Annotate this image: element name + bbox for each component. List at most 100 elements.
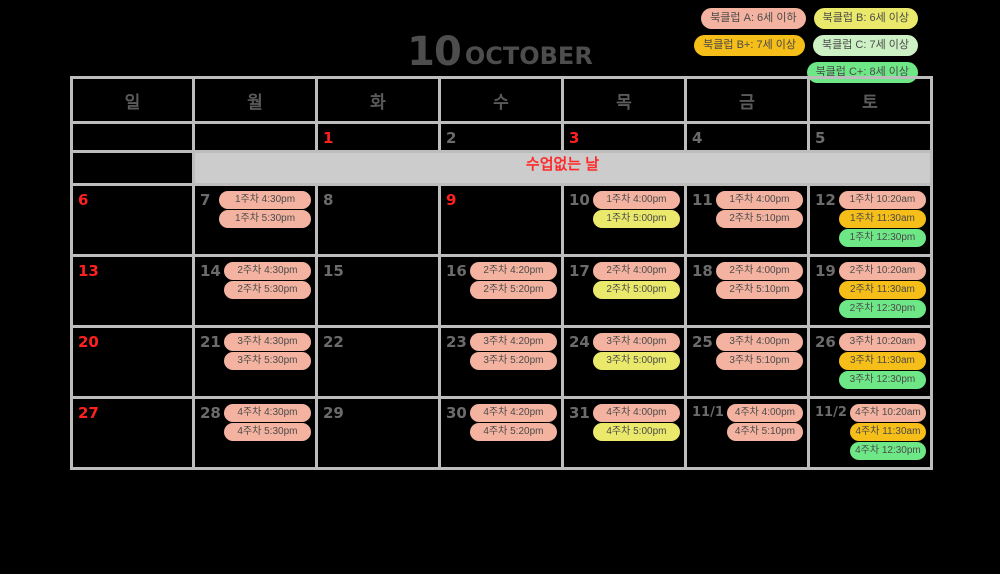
weekday-header-0: 일 [70,76,195,124]
calendar-day-cell[interactable]: 5 [807,121,933,153]
event-pill[interactable]: 4주차 5:10pm [726,423,803,441]
event-pill[interactable]: 4주차 11:30am [849,423,926,441]
event-pill[interactable]: 2주차 10:20am [838,262,926,280]
event-pill[interactable]: 3주차 5:30pm [223,352,311,370]
day-number: 28 [200,404,221,422]
event-pill[interactable]: 3주차 10:20am [838,333,926,351]
event-pill[interactable]: 2주차 11:30am [838,281,926,299]
calendar-day-cell[interactable]: 1 [315,121,441,153]
event-pill[interactable]: 4주차 4:00pm [726,404,803,422]
event-pill[interactable]: 1주차 4:30pm [219,191,311,209]
calendar-day-cell[interactable]: 3 [561,121,687,153]
event-pill[interactable]: 2주차 5:10pm [715,210,803,228]
event-pill[interactable]: 2주차 5:00pm [592,281,680,299]
day-number: 27 [78,404,99,422]
event-pill[interactable]: 1주차 11:30am [838,210,926,228]
event-pill[interactable]: 1주차 10:20am [838,191,926,209]
calendar-day-cell[interactable]: 9 [438,183,564,257]
event-pill[interactable]: 1주차 5:30pm [219,210,311,228]
calendar-day-cell[interactable]: 2 [438,121,564,153]
day-number: 5 [815,129,826,147]
event-pill[interactable]: 4주차 4:30pm [223,404,311,422]
calendar-day-cell[interactable]: 15 [315,254,441,328]
event-pill[interactable]: 1주차 4:00pm [715,191,803,209]
weekday-header-4: 목 [561,76,687,124]
event-pill[interactable]: 3주차 4:30pm [223,333,311,351]
event-pill[interactable]: 2주차 5:30pm [223,281,311,299]
event-pill[interactable]: 2주차 5:10pm [715,281,803,299]
event-pill[interactable]: 1주차 12:30pm [838,229,926,247]
event-pill[interactable]: 3주차 5:20pm [469,352,557,370]
event-pill[interactable]: 3주차 12:30pm [838,371,926,389]
event-pill[interactable]: 2주차 4:00pm [592,262,680,280]
day-number: 18 [692,262,713,280]
calendar-day-cell[interactable] [70,121,195,153]
legend-chip: 북클럽 B+: 7세 이상 [694,35,805,56]
event-pill[interactable]: 2주차 4:20pm [469,262,557,280]
event-pill[interactable]: 2주차 5:20pm [469,281,557,299]
weekday-header-6: 토 [807,76,933,124]
event-pill[interactable]: 3주차 4:00pm [592,333,680,351]
weekday-header-2: 화 [315,76,441,124]
day-number: 29 [323,404,344,422]
event-pill[interactable]: 4주차 12:30pm [849,442,926,460]
no-class-row: 수업없는 날 [70,150,933,186]
event-pill[interactable]: 4주차 4:20pm [469,404,557,422]
event-pill[interactable]: 4주차 5:30pm [223,423,311,441]
event-pill[interactable]: 4주차 10:20am [849,404,926,422]
event-pill[interactable]: 3주차 11:30am [838,352,926,370]
event-pill[interactable]: 3주차 4:00pm [715,333,803,351]
weekday-header-5: 금 [684,76,810,124]
day-number: 16 [446,262,467,280]
event-pill[interactable]: 3주차 4:20pm [469,333,557,351]
calendar-day-cell[interactable]: 13 [70,254,195,328]
calendar-day-cell[interactable]: 27 [70,396,195,470]
event-pill[interactable]: 3주차 5:10pm [715,352,803,370]
day-number: 26 [815,333,836,351]
calendar-day-cell[interactable] [192,121,318,153]
calendar-day-cell[interactable]: 29 [315,396,441,470]
event-pill[interactable]: 4주차 5:20pm [469,423,557,441]
event-pill[interactable]: 1주차 5:00pm [592,210,680,228]
event-pill[interactable]: 2주차 4:00pm [715,262,803,280]
event-pill[interactable]: 4주차 5:00pm [592,423,680,441]
event-pill[interactable]: 4주차 4:00pm [592,404,680,422]
calendar-day-cell[interactable]: 8 [315,183,441,257]
calendar-day-cell[interactable] [70,150,195,186]
calendar-day-cell[interactable]: 6 [70,183,195,257]
calendar-day-cell[interactable]: 4 [684,121,810,153]
calendar-day-cell[interactable]: 22 [315,325,441,399]
event-pill[interactable]: 2주차 12:30pm [838,300,926,318]
event-pill[interactable]: 1주차 4:00pm [592,191,680,209]
event-pill[interactable]: 3주차 5:00pm [592,352,680,370]
event-pill[interactable]: 2주차 4:30pm [223,262,311,280]
calendar-day-cell[interactable]: 20 [70,325,195,399]
